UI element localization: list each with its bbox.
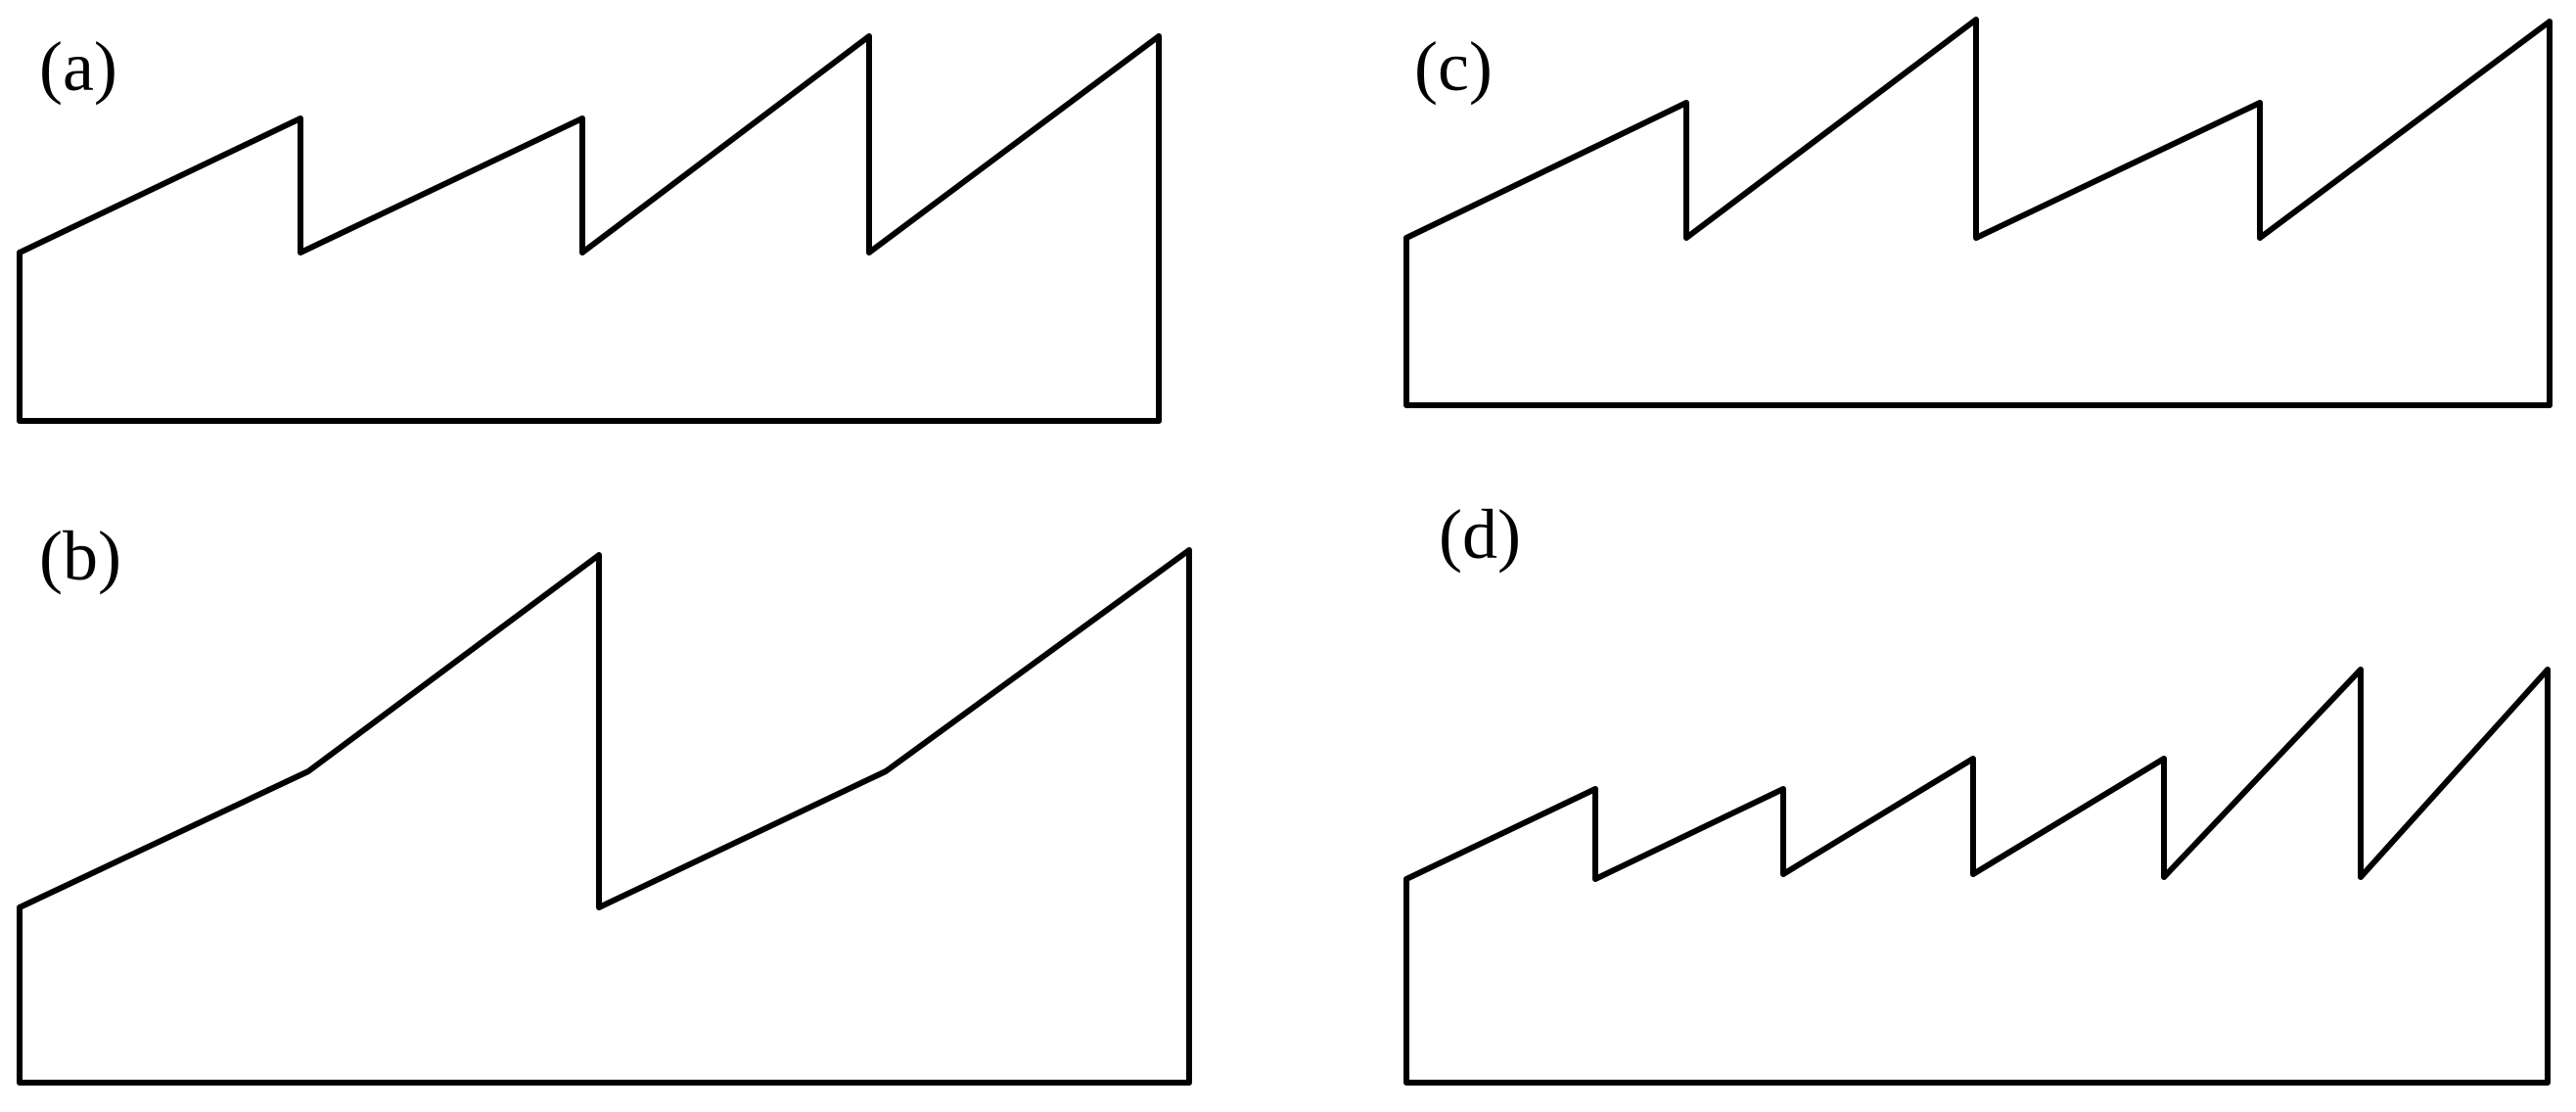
panel-d: (d) xyxy=(1403,495,2551,1086)
panel-label-a: (a) xyxy=(39,27,117,106)
roof-outline-b xyxy=(17,547,1192,1086)
roof-outline-c xyxy=(1403,17,2553,408)
panel-label-b: (b) xyxy=(39,517,121,595)
panel-a: (a) xyxy=(17,27,1162,424)
panel-label-c: (c) xyxy=(1414,27,1493,106)
roof-outline-a xyxy=(17,33,1162,424)
panel-label-d: (d) xyxy=(1439,495,1521,574)
panel-b: (b) xyxy=(17,517,1192,1086)
roof-outline-d xyxy=(1403,667,2551,1086)
panel-c: (c) xyxy=(1403,17,2553,408)
